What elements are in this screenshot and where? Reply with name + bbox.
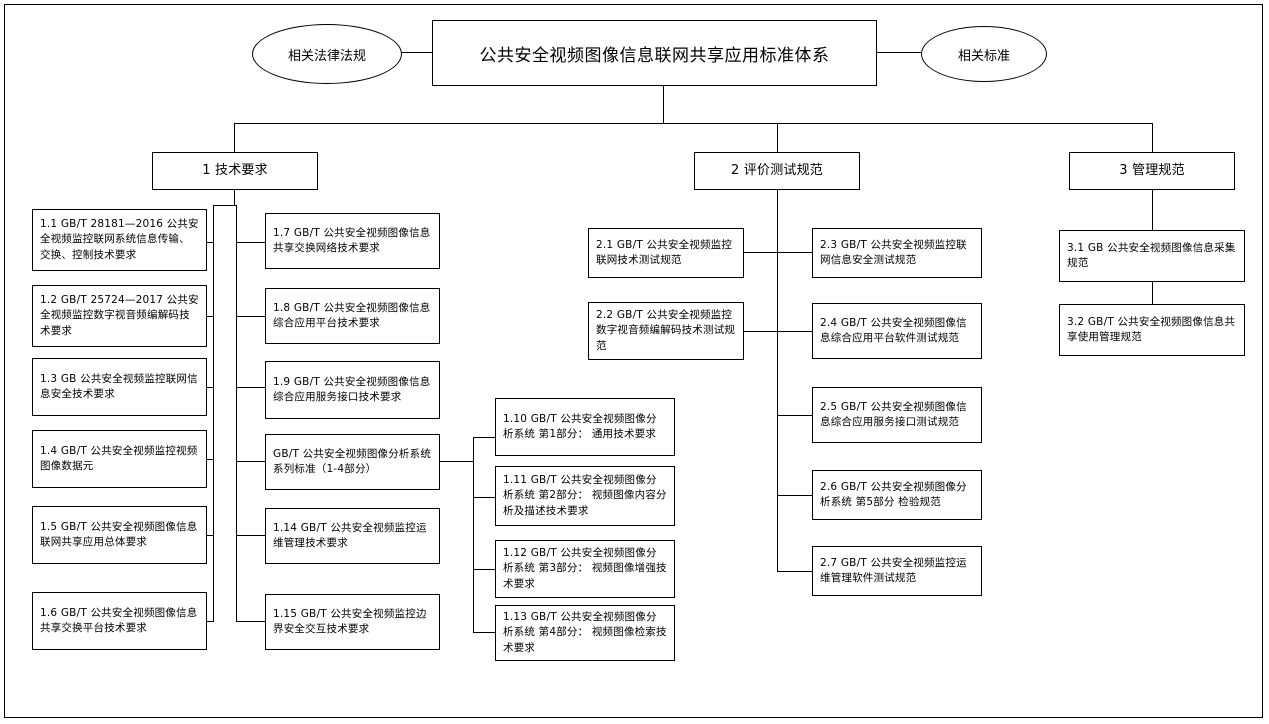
node-std-2-4[interactable]: 2.4 GB/T 公共安全视频图像信息综合应用平台软件测试规范 <box>812 303 982 359</box>
connector-col1-item-4 <box>207 459 214 460</box>
connector-col5-item-4 <box>777 495 812 496</box>
node-std-series-1-4[interactable]: GB/T 公共安全视频图像分析系统系列标准（1-4部分） <box>265 434 440 490</box>
node-std-1-14[interactable]: 1.14 GB/T 公共安全视频监控运维管理技术要求 <box>265 508 440 564</box>
connector-root-standards <box>875 52 921 53</box>
node-std-1-1[interactable]: 1.1 GB/T 28181—2016 公共安全视频监控联网系统信息传输、交换、… <box>32 209 207 271</box>
connector-col2-item-2 <box>236 316 266 317</box>
diagram-border <box>4 4 1263 718</box>
connector-series-out <box>440 461 474 462</box>
connector-drop-branch-1 <box>234 123 235 152</box>
node-std-1-6[interactable]: 1.6 GB/T 公共安全视频图像信息共享交换平台技术要求 <box>32 592 207 650</box>
node-branch-2[interactable]: 2 评价测试规范 <box>694 152 860 190</box>
connector-level2-bus <box>234 123 1153 124</box>
node-root-title[interactable]: 公共安全视频图像信息联网共享应用标准体系 <box>432 20 877 86</box>
connector-col5-item-2 <box>777 331 812 332</box>
connector-col5-item-5 <box>777 571 812 572</box>
node-std-1-15[interactable]: 1.15 GB/T 公共安全视频监控边界安全交互技术要求 <box>265 594 440 650</box>
node-std-1-13[interactable]: 1.13 GB/T 公共安全视频图像分析系统 第4部分： 视频图像检索技术要求 <box>495 605 675 661</box>
connector-col2-item-4 <box>236 461 266 462</box>
node-std-1-10[interactable]: 1.10 GB/T 公共安全视频图像分析系统 第1部分： 通用技术要求 <box>495 398 675 456</box>
connector-drop-branch-3 <box>1152 123 1153 152</box>
connector-col1-item-2 <box>207 316 214 317</box>
connector-col4-item-1 <box>744 252 778 253</box>
node-std-1-12[interactable]: 1.12 GB/T 公共安全视频图像分析系统 第3部分： 视频图像增强技术要求 <box>495 540 675 598</box>
connector-col2-item-3 <box>236 387 266 388</box>
connector-col3-item-2 <box>473 497 495 498</box>
node-std-3-1[interactable]: 3.1 GB 公共安全视频图像信息采集规范 <box>1059 230 1245 282</box>
connector-col5-item-3 <box>777 415 812 416</box>
connector-col1-item-3 <box>207 387 214 388</box>
node-std-2-2[interactable]: 2.2 GB/T 公共安全视频监控数字视音频编解码技术测试规范 <box>588 302 744 360</box>
node-std-2-5[interactable]: 2.5 GB/T 公共安全视频图像信息综合应用服务接口测试规范 <box>812 387 982 443</box>
node-related-laws[interactable]: 相关法律法规 <box>252 24 402 84</box>
connector-col3-item-1 <box>473 437 495 438</box>
node-std-2-3[interactable]: 2.3 GB/T 公共安全视频监控联网信息安全测试规范 <box>812 228 982 278</box>
node-std-1-5[interactable]: 1.5 GB/T 公共安全视频图像信息联网共享应用总体要求 <box>32 506 207 564</box>
node-std-2-1[interactable]: 2.1 GB/T 公共安全视频监控联网技术测试规范 <box>588 228 744 278</box>
connector-col2-trunk <box>236 205 237 622</box>
connector-col2-item-6 <box>236 621 266 622</box>
connector-root-down <box>663 84 664 123</box>
connector-col5-item-1 <box>777 252 812 253</box>
node-std-1-9[interactable]: 1.9 GB/T 公共安全视频图像信息综合应用服务接口技术要求 <box>265 361 440 419</box>
connector-col1-item-5 <box>207 535 214 536</box>
connector-laws-root <box>400 52 432 53</box>
node-branch-3[interactable]: 3 管理规范 <box>1069 152 1235 190</box>
connector-branch2-trunk <box>777 190 778 572</box>
connector-col2-item-5 <box>236 535 266 536</box>
node-std-2-7[interactable]: 2.7 GB/T 公共安全视频监控运维管理软件测试规范 <box>812 546 982 596</box>
connector-col1-item-1 <box>207 242 214 243</box>
connector-branch3-down-2 <box>1152 282 1153 304</box>
connector-branch1-split <box>213 205 237 206</box>
node-std-1-11[interactable]: 1.11 GB/T 公共安全视频图像分析系统 第2部分： 视频图像内容分析及描述… <box>495 466 675 526</box>
node-std-3-2[interactable]: 3.2 GB/T 公共安全视频图像信息共享使用管理规范 <box>1059 304 1245 356</box>
connector-col3-trunk <box>473 437 474 632</box>
connector-branch1-stub <box>234 190 235 206</box>
node-std-1-7[interactable]: 1.7 GB/T 公共安全视频图像信息共享交换网络技术要求 <box>265 213 440 269</box>
connector-col4-item-2 <box>744 331 778 332</box>
node-std-1-2[interactable]: 1.2 GB/T 25724—2017 公共安全视频监控数字视音频编解码技术要求 <box>32 285 207 347</box>
connector-col1-trunk <box>213 205 214 622</box>
node-std-1-8[interactable]: 1.8 GB/T 公共安全视频图像信息综合应用平台技术要求 <box>265 288 440 344</box>
connector-drop-branch-2 <box>777 123 778 152</box>
node-std-1-3[interactable]: 1.3 GB 公共安全视频监控联网信息安全技术要求 <box>32 358 207 416</box>
node-std-2-6[interactable]: 2.6 GB/T 公共安全视频图像分析系统 第5部分 检验规范 <box>812 470 982 520</box>
connector-col3-item-3 <box>473 569 495 570</box>
connector-col3-item-4 <box>473 632 495 633</box>
node-std-1-4[interactable]: 1.4 GB/T 公共安全视频监控视频图像数据元 <box>32 430 207 488</box>
node-branch-1[interactable]: 1 技术要求 <box>152 152 318 190</box>
connector-branch3-down-1 <box>1152 190 1153 230</box>
node-related-standards[interactable]: 相关标准 <box>921 26 1047 82</box>
connector-col2-item-1 <box>236 242 266 243</box>
connector-col1-item-6 <box>207 621 214 622</box>
